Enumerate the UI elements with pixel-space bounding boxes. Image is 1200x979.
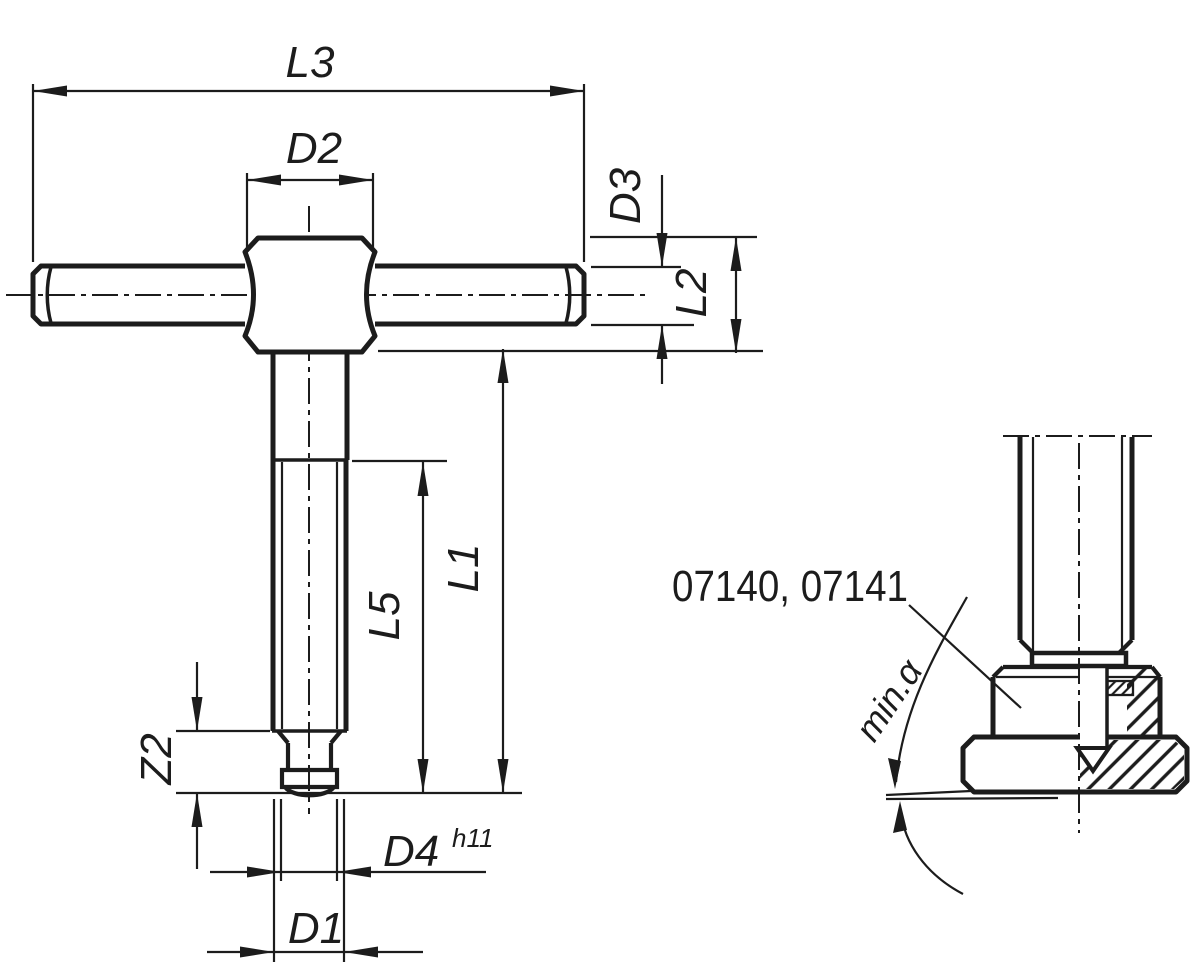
dimension-d1: D1 [207,799,423,962]
d3-arrow-bottom [656,325,668,359]
l3-arrow-left [33,85,67,97]
thread-minor-lines [280,462,339,729]
d4-arrow-left [247,866,281,878]
tip-taper-lines [276,729,343,745]
l3-dimension-lines [31,84,586,262]
dim-label-l1: L1 [439,544,488,593]
threaded-hole [1073,668,1113,775]
l5-arrow-bottom [417,759,429,793]
l5-dimension-lines [352,459,447,793]
dimension-l3: L3 [31,38,586,262]
d2-arrow-left [247,174,281,186]
dim-label-d3: D3 [601,167,650,224]
dimension-d4: D4 h11 [210,799,493,881]
angle-arrow-lower [893,801,907,833]
tip-dome-arc [283,785,336,798]
tip-neck-lines [285,743,334,770]
part-numbers-label: 07140, 07141 [672,562,908,611]
drill-point-cone [1073,746,1113,775]
d2-arrow-right [339,174,373,186]
reference-plane-line [885,796,1059,801]
dimension-z2: Z2 [132,662,522,869]
shank-outline [270,352,350,460]
l2-arrow-bottom [730,319,742,353]
stud-major-lines [1017,437,1135,640]
dim-label-d4-tolerance: h11 [452,823,493,853]
dim-label-z2: Z2 [132,733,181,785]
front-view: L3 D2 D3 L2 L1 [6,38,763,962]
t-bar [30,263,587,327]
dim-label-d1: D1 [288,904,344,953]
l5-arrow-top [417,462,429,496]
nut-bottom-extension-line [885,789,972,797]
angle-arc-lower [899,811,964,895]
leader-line [908,604,1022,709]
min-angle-label: min.α [847,651,931,749]
screw-head-outline [242,235,378,355]
dim-label-l3: L3 [286,38,335,87]
dimension-d2: D2 [245,124,375,249]
z2-dimension-lines [176,662,522,869]
d3-arrow-top [656,233,668,267]
pilot-tip [276,729,343,798]
angle-arrow-upper [888,758,901,789]
installed-view: 07140, 07141 min.α [672,435,1190,895]
nut-body-sides [990,677,1163,737]
d1-arrow-right [344,946,378,958]
stud-minor-lines [1031,437,1124,652]
d1-arrow-left [240,946,274,958]
l3-arrow-right [550,85,584,97]
bar-left-outline [30,263,245,327]
dim-label-d4: D4 [383,827,439,876]
bar-right-end-arc [564,266,572,324]
l2-arrow-top [730,237,742,271]
bar-left-end-arc [45,266,53,324]
z2-arrow-top [191,697,203,731]
screw-stud [1017,437,1135,669]
tip-ring-outline [279,767,340,790]
l1-arrow-bottom [497,759,509,793]
angle-arc-upper [894,596,968,783]
d4-arrow-right [337,866,371,878]
dim-label-l2: L2 [667,269,716,318]
z2-arrow-bottom [191,793,203,827]
body-section-hatch [1127,669,1159,736]
part-number-callout: 07140, 07141 [672,562,1022,709]
shank-and-thread [270,352,350,733]
thread-major-lines [270,460,349,731]
dimension-l1: L1 [439,349,509,793]
dimension-l5: L5 [352,459,447,793]
boss-section-hatch [1105,679,1135,697]
l1-arrow-top [497,349,509,383]
dim-label-d2: D2 [286,124,342,173]
bar-right-outline [375,263,587,327]
dim-label-l5: L5 [360,591,409,640]
dimension-l2: L2 [378,235,763,353]
hole-clear-area [1080,668,1107,748]
